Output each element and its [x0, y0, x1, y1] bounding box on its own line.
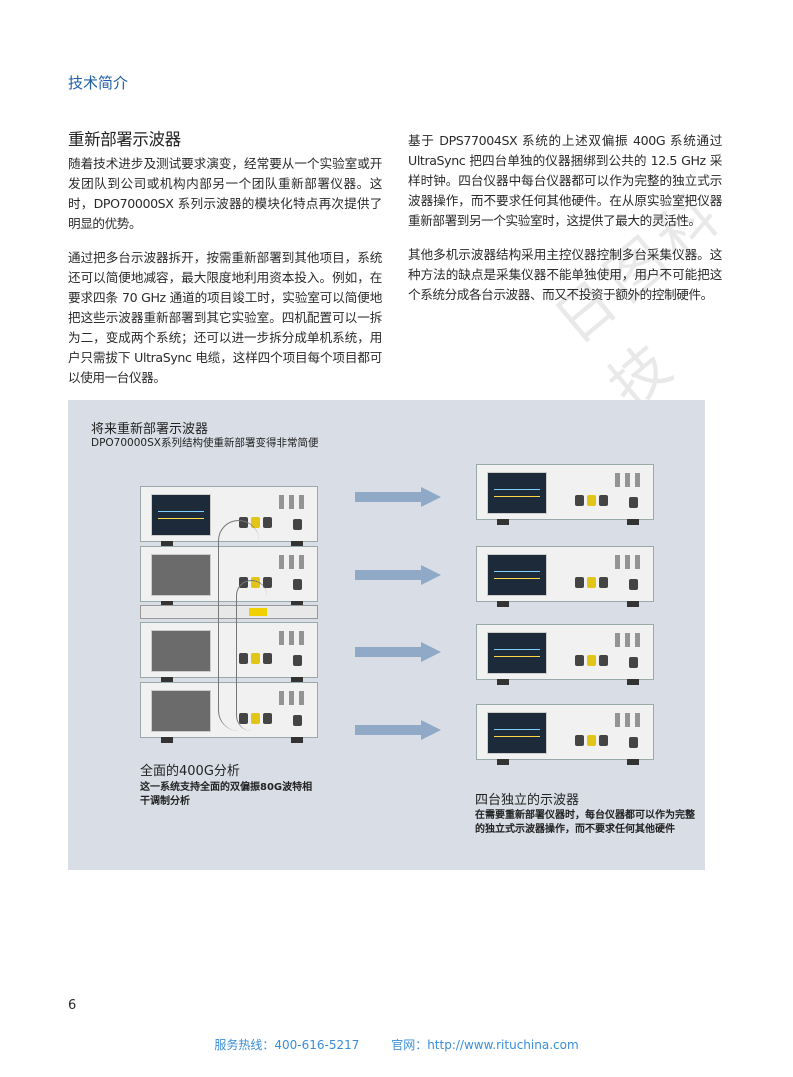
- buttons: [615, 633, 645, 647]
- foot: [497, 601, 509, 607]
- ultrasync-unit: [140, 605, 318, 619]
- foot: [161, 737, 173, 743]
- foot: [627, 601, 639, 607]
- heading: 重新部署示波器: [68, 130, 181, 149]
- port: [239, 653, 248, 664]
- foot: [291, 601, 303, 607]
- left-column: 重新部署示波器 随着技术进步及测试要求演变，经常要从一个实验室或开发团队到公司或…: [68, 130, 382, 402]
- port: [587, 495, 596, 506]
- port: [251, 653, 260, 664]
- port: [587, 735, 596, 746]
- buttons: [279, 631, 309, 645]
- screen: [151, 630, 211, 672]
- port: [629, 497, 638, 508]
- buttons: [279, 495, 309, 509]
- paragraph: 随着技术进步及测试要求演变，经常要从一个实验室或开发团队到公司或机构内部另一个团…: [68, 156, 382, 231]
- screen: [487, 554, 547, 596]
- buttons: [279, 555, 309, 569]
- foot: [161, 601, 173, 607]
- port: [629, 737, 638, 748]
- foot: [161, 541, 173, 547]
- oscilloscope-unit: [140, 546, 318, 607]
- footer: 服务热线：400-616-5217 官网：http://www.rituchin…: [0, 1036, 793, 1053]
- foot: [291, 737, 303, 743]
- hotline: 服务热线：400-616-5217: [214, 1038, 360, 1052]
- screen: [151, 690, 211, 732]
- right-caption: 在需要重新部署仪器时，每台仪器都可以作为完整的独立式示波器操作，而不要求任何其他…: [475, 810, 695, 835]
- sync-cable: [218, 520, 259, 731]
- oscilloscope-unit: [140, 622, 318, 683]
- arrow-icon: [355, 487, 441, 507]
- port: [575, 495, 584, 506]
- port: [263, 653, 272, 664]
- sync-cable: [236, 580, 267, 731]
- buttons: [279, 691, 309, 705]
- page-number: 6: [68, 998, 77, 1013]
- port: [263, 577, 272, 588]
- buttons: [615, 713, 645, 727]
- arrow-icon: [355, 720, 441, 740]
- left-caption-title: 全面的400G分析: [140, 764, 240, 779]
- port: [293, 715, 302, 726]
- paragraph: 通过把多台示波器拆开，按需重新部署到其他项目，系统还可以简便地减容，最大限度地利…: [68, 250, 382, 385]
- right-caption-title: 四台独立的示波器: [475, 793, 580, 808]
- oscilloscope-unit: [476, 624, 654, 685]
- screen: [487, 472, 547, 514]
- port: [251, 517, 260, 528]
- screen: [487, 632, 547, 674]
- port: [587, 655, 596, 666]
- screen: [151, 554, 211, 596]
- foot: [627, 519, 639, 525]
- buttons: [615, 473, 645, 487]
- port: [575, 577, 584, 588]
- paragraph: 其他多机示波器结构采用主控仪器控制多台采集仪器。这种方法的缺点是采集仪器不能单独…: [408, 247, 722, 302]
- oscilloscope-unit: [476, 546, 654, 607]
- screen: [487, 712, 547, 754]
- paragraph: 基于 DPS77004SX 系统的上述双偏振 400G 系统通过 UltraSy…: [408, 133, 722, 228]
- screen: [151, 494, 211, 536]
- foot: [497, 519, 509, 525]
- foot: [291, 677, 303, 683]
- port: [599, 735, 608, 746]
- foot: [627, 759, 639, 765]
- foot: [497, 679, 509, 685]
- figure-title: 将来重新部署示波器: [91, 422, 209, 437]
- figure-subtitle: DPO70000SX系列结构使重新部署变得非常简便: [91, 437, 319, 449]
- port: [293, 519, 302, 530]
- port: [263, 517, 272, 528]
- foot: [627, 679, 639, 685]
- foot: [291, 541, 303, 547]
- website-link[interactable]: 官网：http://www.rituchina.com: [391, 1038, 579, 1052]
- left-caption: 这一系统支持全面的双偏振80G波特相干调制分析: [140, 782, 313, 807]
- buttons: [615, 555, 645, 569]
- port: [599, 495, 608, 506]
- right-column: 基于 DPS77004SX 系统的上述双偏振 400G 系统通过 UltraSy…: [408, 131, 722, 319]
- port: [293, 655, 302, 666]
- port: [599, 655, 608, 666]
- port: [293, 579, 302, 590]
- section-title: 技术简介: [68, 74, 129, 92]
- port: [587, 577, 596, 588]
- port: [575, 655, 584, 666]
- oscilloscope-unit: [476, 704, 654, 765]
- port: [575, 735, 584, 746]
- foot: [161, 677, 173, 683]
- port: [629, 579, 638, 590]
- port: [263, 713, 272, 724]
- foot: [497, 759, 509, 765]
- port: [629, 657, 638, 668]
- port: [599, 577, 608, 588]
- oscilloscope-unit: [476, 464, 654, 525]
- arrow-icon: [355, 565, 441, 585]
- arrow-icon: [355, 642, 441, 662]
